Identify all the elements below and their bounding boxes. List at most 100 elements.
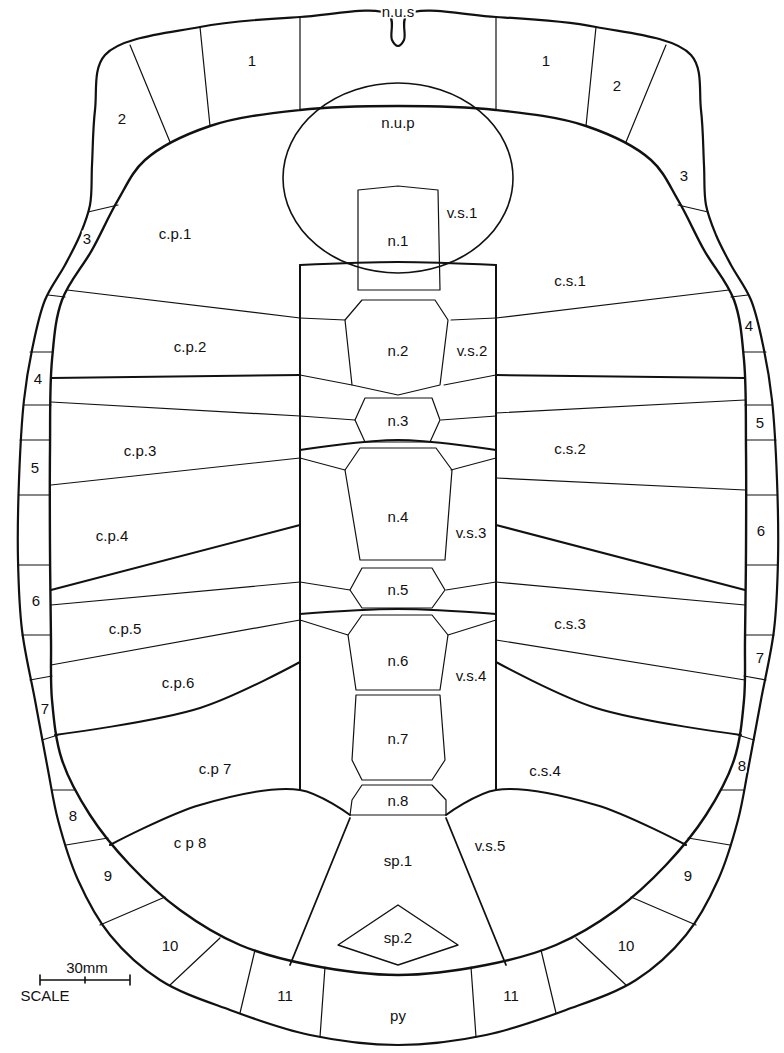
marginal-divider	[66, 838, 108, 845]
carapace-outline	[18, 11, 778, 1045]
plate-label: c.p 7	[198, 761, 233, 776]
plate-label: n.4	[387, 509, 410, 524]
costal-suture	[51, 375, 300, 378]
costal-scute-line	[51, 402, 300, 416]
plate-label: n.5	[387, 582, 410, 597]
marginal-number: 3	[679, 168, 689, 183]
neural-connector	[300, 318, 345, 320]
marginal-divider	[299, 17, 300, 110]
costal-suture	[51, 525, 300, 590]
plate-label: c.s.1	[553, 273, 587, 288]
nuchal-plate	[283, 83, 513, 273]
marginal-number: 2	[117, 111, 127, 126]
plate-label: n.2	[387, 343, 410, 358]
neural-plate	[358, 186, 440, 290]
neural-connector	[446, 582, 496, 590]
neural-column-wall	[299, 265, 301, 790]
marginal-divider	[240, 950, 255, 1013]
marginal-divider	[52, 789, 75, 790]
marginal-number: 1	[247, 53, 257, 68]
plate-label: n.u.s	[381, 4, 416, 19]
plate-label: v.s.1	[446, 205, 479, 220]
plate-label: v.s.5	[474, 838, 507, 853]
costal-scute-line	[67, 290, 300, 318]
marginal-number: 10	[617, 938, 636, 953]
marginal-divider	[320, 967, 325, 1037]
neural-plate	[352, 695, 445, 780]
scute-lines	[18, 17, 778, 1037]
costal-suture	[496, 375, 745, 378]
vertebral-scute-line	[300, 262, 496, 265]
costal-scute-line	[496, 478, 745, 490]
costal-suture	[496, 525, 745, 590]
plate-label: n.1	[387, 233, 410, 248]
marginal-divider	[586, 27, 596, 126]
plate-label: n.u.p	[380, 115, 415, 130]
marginal-divider	[745, 404, 772, 405]
marginal-number: 10	[161, 938, 180, 953]
plate-label: sp.1	[383, 853, 413, 868]
marginal-number: 5	[755, 415, 765, 430]
costal-suture	[496, 662, 741, 735]
plate-label: v.s.3	[455, 525, 488, 540]
marginal-divider	[746, 564, 778, 565]
marginal-number: 9	[683, 868, 693, 883]
scale-label: 30mm	[65, 960, 109, 975]
marginal-number: 8	[68, 808, 78, 823]
neural-connector	[448, 620, 496, 635]
marginal-divider	[19, 494, 50, 495]
marginal-number: 6	[756, 523, 766, 538]
costal-scute-line	[496, 290, 729, 318]
plate-label: c p 8	[173, 835, 208, 850]
marginal-divider	[746, 494, 777, 495]
marginal-divider	[631, 897, 696, 925]
marginal-number: 1	[541, 53, 551, 68]
plate-label: c.p.4	[95, 528, 130, 543]
plate-label: c.p.6	[161, 675, 196, 690]
costal-suture	[55, 662, 300, 735]
plate-label: n.6	[387, 653, 410, 668]
vertebral-scute-line	[300, 440, 496, 450]
marginal-divider	[541, 950, 556, 1013]
costal-suture	[110, 789, 350, 845]
marginal-number: 3	[82, 231, 92, 246]
marginal-divider	[746, 439, 776, 440]
costal-scute-line	[496, 582, 745, 605]
plate-label: c.s.2	[553, 441, 587, 456]
marginal-divider	[626, 45, 666, 142]
marginal-number: 6	[31, 593, 41, 608]
marginal-divider	[721, 789, 744, 790]
marginal-divider	[100, 897, 165, 925]
plate-label: n.3	[387, 413, 410, 428]
marginal-number: 7	[755, 650, 765, 665]
marginal-divider	[130, 45, 170, 142]
marginal-number: 9	[103, 868, 113, 883]
marginal-number: 4	[744, 318, 754, 333]
marginal-divider	[495, 17, 496, 110]
marginal-number: 7	[40, 701, 50, 716]
neural-plate	[350, 785, 446, 815]
marginal-divider	[30, 676, 52, 680]
marginal-divider	[18, 564, 50, 565]
neural-connector	[441, 416, 496, 420]
costal-scute-line	[51, 620, 300, 665]
neural-connector	[300, 620, 348, 635]
marginal-number: 4	[33, 371, 43, 386]
plate-label: c.s.4	[528, 763, 562, 778]
neural-connector	[300, 458, 345, 470]
plate-label: c.p.1	[158, 226, 193, 241]
marginal-divider	[744, 676, 766, 680]
suprapygal-border	[290, 818, 350, 965]
marginal-divider	[24, 404, 51, 405]
plate-label: c.p.3	[123, 443, 158, 458]
vertebral-scute-line	[300, 609, 496, 614]
plate-label: n.7	[387, 731, 410, 746]
neural-plate	[350, 568, 445, 608]
costal-scute-line	[51, 458, 300, 485]
plate-label: c.p.2	[173, 339, 208, 354]
marginal-divider	[200, 27, 210, 126]
marginal-number: 11	[502, 988, 520, 1003]
